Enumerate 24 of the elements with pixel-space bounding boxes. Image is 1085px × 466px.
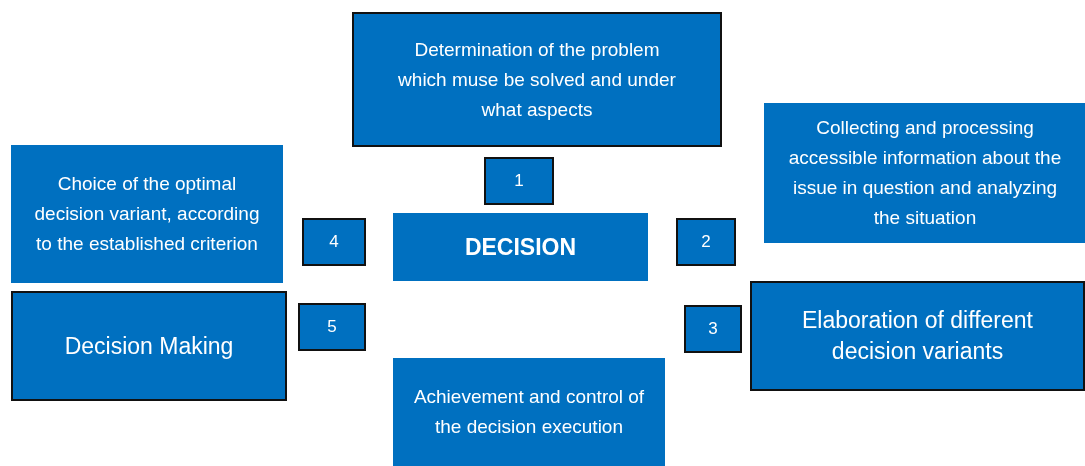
number-box bbox=[484, 157, 554, 205]
step-box bbox=[11, 291, 287, 401]
step-number: 4 bbox=[329, 231, 339, 253]
step-text: Decision Making bbox=[64, 331, 234, 361]
step-number: 2 bbox=[701, 231, 711, 253]
step-box bbox=[393, 358, 665, 466]
step-text: Collecting and processing accessible information about the issue in question and analyzing the situation bbox=[787, 116, 1063, 230]
step-text: Determination of the problem which muse be solved and under what aspects bbox=[397, 37, 677, 122]
step-number: 3 bbox=[708, 318, 718, 340]
center-label: DECISION bbox=[464, 233, 577, 262]
number-box bbox=[676, 218, 736, 266]
number-box bbox=[298, 303, 366, 351]
step-text: Achievement and control of the decision execution bbox=[412, 385, 646, 439]
step-box bbox=[764, 103, 1085, 243]
center-box bbox=[393, 213, 648, 281]
number-box bbox=[302, 218, 366, 266]
step-text: Choice of the optimal decision variant, according to the established criterion bbox=[33, 172, 261, 256]
step-text: Elaboration of different decision variants bbox=[801, 306, 1034, 366]
step-box bbox=[11, 145, 283, 283]
step-box bbox=[352, 12, 722, 147]
number-box bbox=[684, 305, 742, 353]
step-number: 1 bbox=[514, 170, 524, 192]
step-number: 5 bbox=[327, 316, 337, 338]
step-box bbox=[750, 281, 1085, 391]
